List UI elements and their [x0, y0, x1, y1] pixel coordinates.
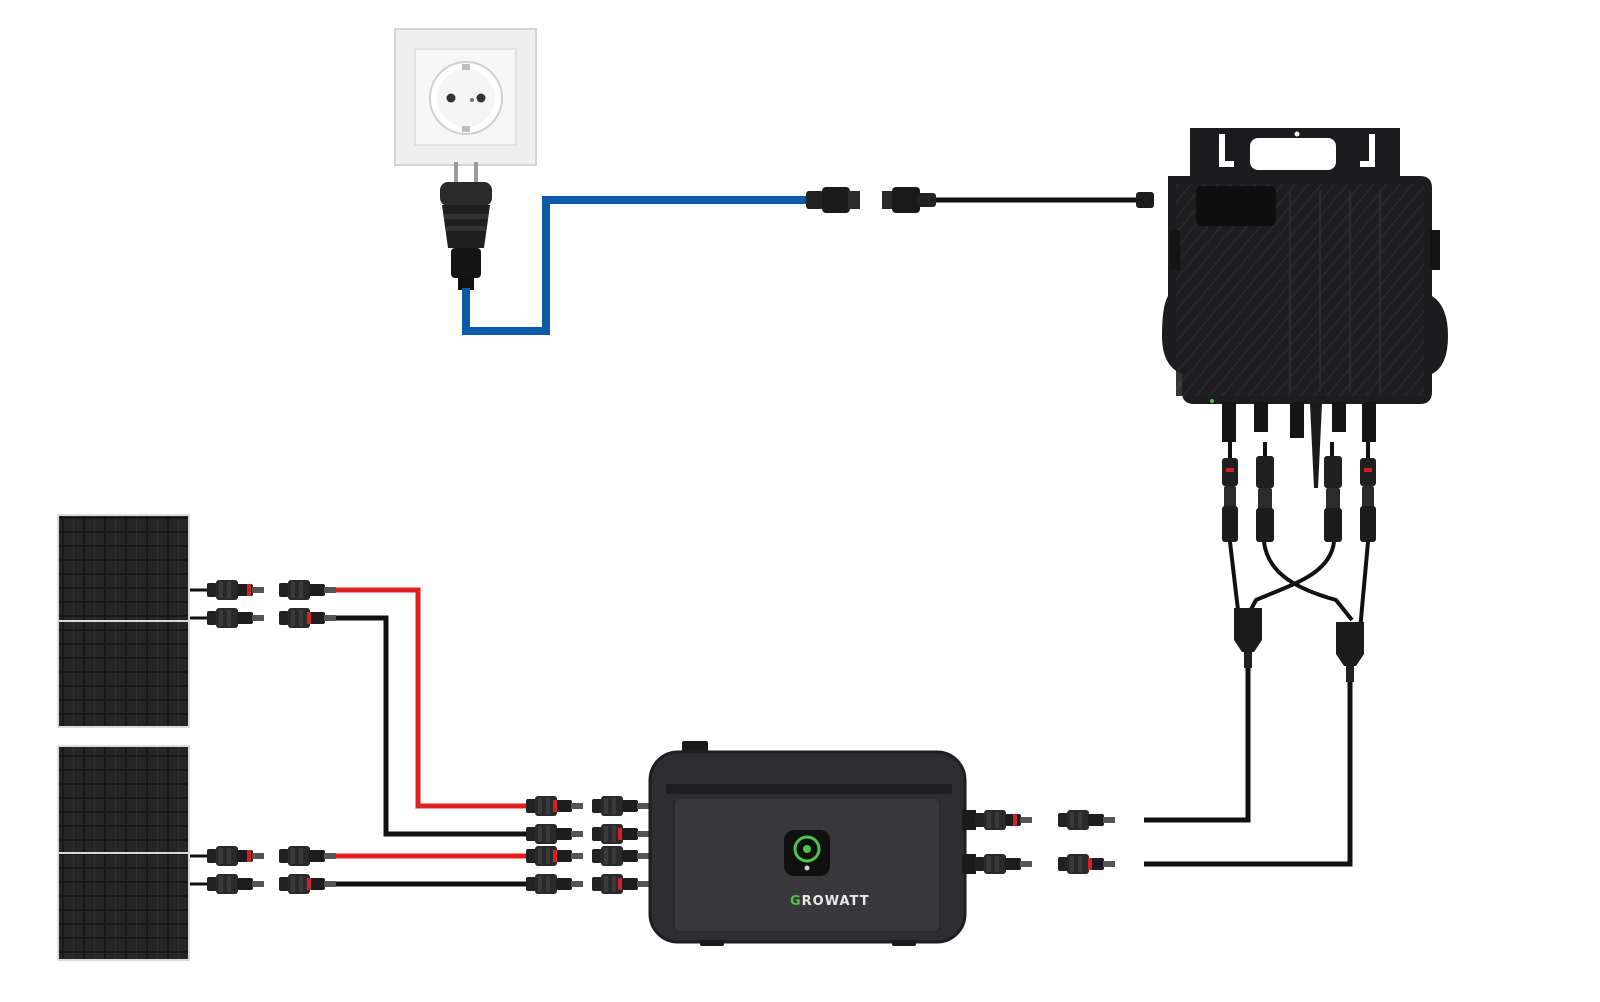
solar-panel-top: [57, 514, 190, 728]
panel-leads: [190, 588, 208, 886]
solar-panel-bottom: [57, 745, 190, 961]
panel-connectors: [207, 580, 336, 894]
battery-input-connectors: [526, 796, 649, 894]
power-station: GROWATT: [648, 741, 967, 946]
y-splitter-right: [1336, 622, 1364, 682]
schuko-plug: [440, 162, 492, 290]
inverter-dc-leads: [1222, 442, 1376, 542]
brand-name: ROWATT: [802, 894, 870, 909]
panel-top-negative-cable: [336, 615, 528, 837]
brand-initial: G: [790, 894, 802, 909]
micro-inverter: [1162, 128, 1448, 488]
battery-output-connectors: [962, 810, 1115, 874]
y-splitter-cables: [1228, 541, 1370, 631]
y-splitter-left: [1234, 608, 1262, 668]
dc-cable-to-inverter-2: [1144, 682, 1353, 867]
svg-text:GROWATT: GROWATT: [790, 894, 870, 909]
panel-top-positive-cable: [336, 587, 528, 809]
ac-cable: [462, 196, 808, 335]
ac-coupler: [806, 187, 936, 213]
dc-cable-to-inverter-1: [1144, 668, 1251, 823]
wall-socket: [394, 28, 537, 166]
